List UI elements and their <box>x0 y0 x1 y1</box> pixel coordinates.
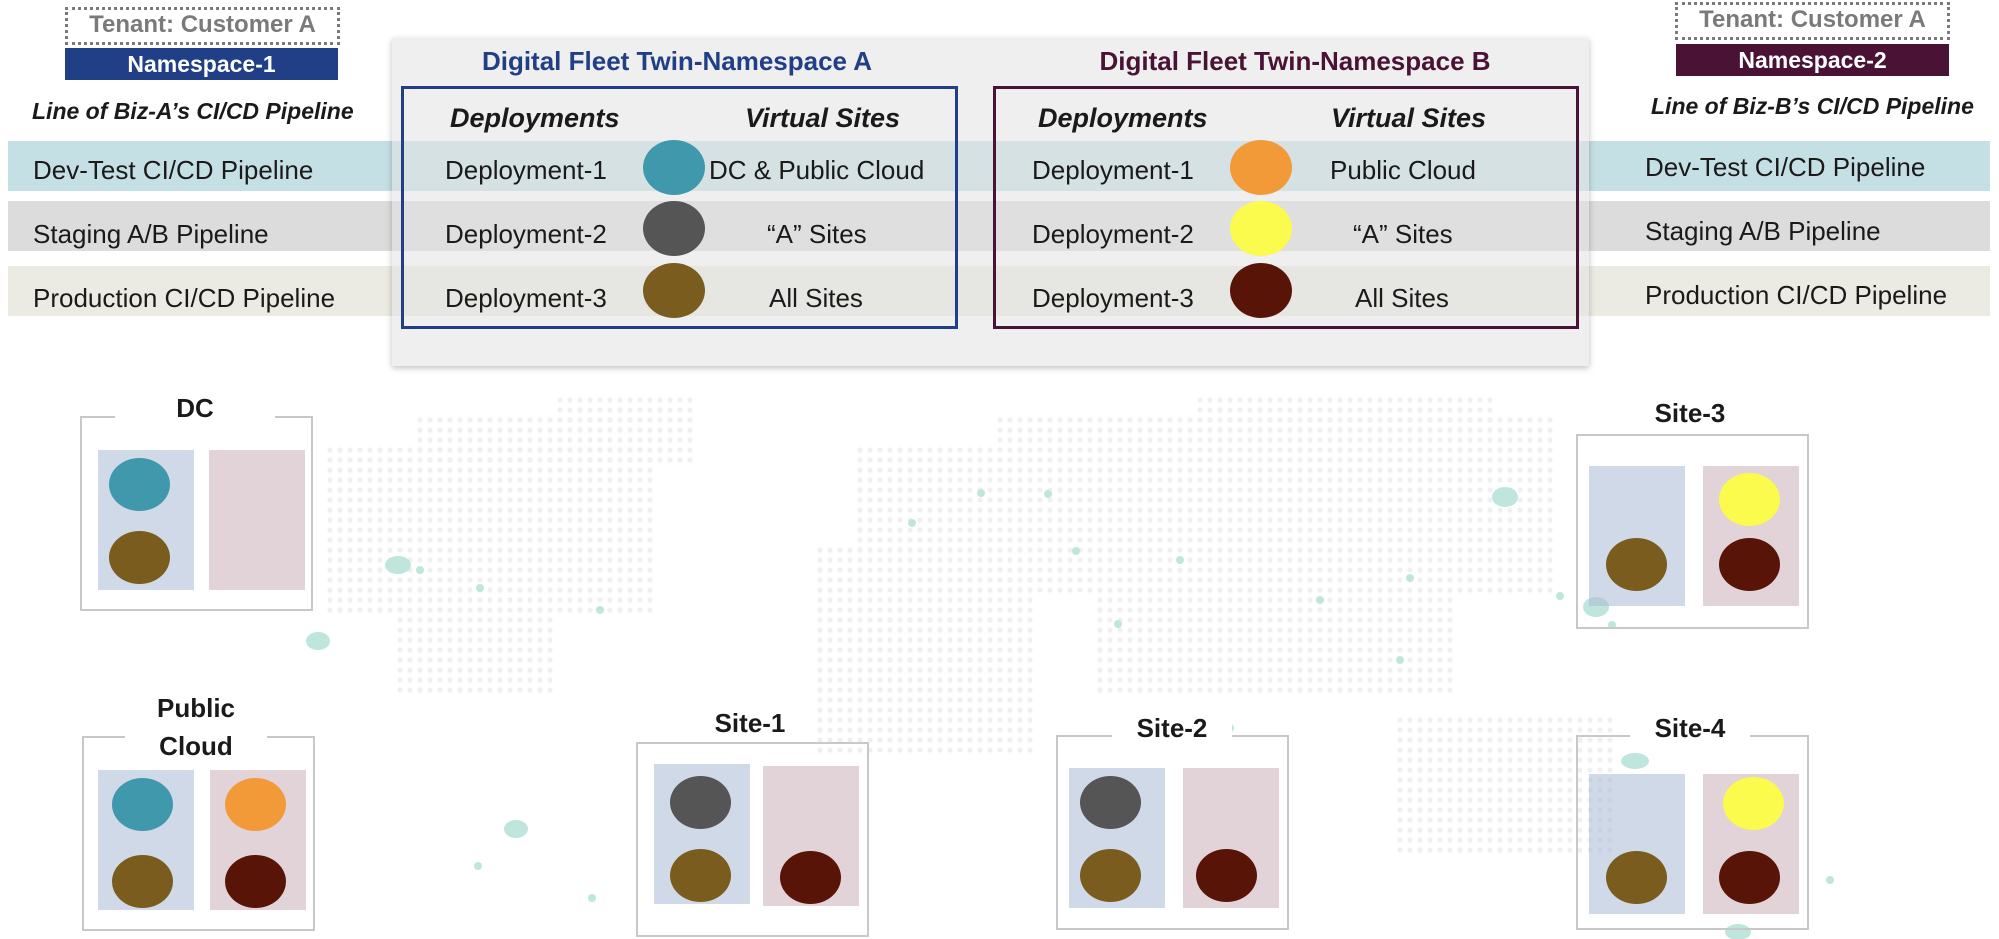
site-4-dot-maroon <box>1719 851 1780 904</box>
left-pipeline-staging: Staging A/B Pipeline <box>33 219 269 249</box>
twin-b-sites-header: Virtual Sites <box>1331 103 1487 133</box>
site-dc-dot-teal <box>109 458 170 511</box>
site-2-dot-maroon <box>1196 849 1257 902</box>
twin-b-title: Digital Fleet Twin-Namespace B <box>1099 46 1491 76</box>
twin-a-box <box>401 86 958 329</box>
right-pipeline-production: Production CI/CD Pipeline <box>1645 280 1948 310</box>
twin-a-sites-2: “A” Sites <box>767 219 867 249</box>
pipeline-title-left: Line of Biz-A’s CI/CD Pipeline <box>32 98 354 124</box>
namespace-2-badge: Namespace-2 <box>1676 44 1949 76</box>
twin-a-deployment-2-dot <box>643 201 705 256</box>
site-dc-namespace-b-panel <box>209 450 305 590</box>
twin-b-box <box>993 86 1579 329</box>
twin-a-sites-header: Virtual Sites <box>745 103 901 133</box>
twin-b-sites-1: Public Cloud <box>1330 155 1476 185</box>
site-public-cloud-title-line1: Public <box>125 690 267 726</box>
tenant-label-left: Tenant: Customer A <box>65 7 340 45</box>
site-1-dot-gray <box>670 776 731 829</box>
twin-a-deployment-3: Deployment-3 <box>445 283 607 313</box>
site-public-cloud-title-line2: Cloud <box>125 728 267 764</box>
twin-b-deployment-3: Deployment-3 <box>1032 283 1194 313</box>
twin-a-deployment-3-dot <box>643 263 705 318</box>
digital-twin-panel <box>392 38 1589 366</box>
twin-b-deployment-2: Deployment-2 <box>1032 219 1194 249</box>
twin-a-deployment-2: Deployment-2 <box>445 219 607 249</box>
right-pipeline-staging: Staging A/B Pipeline <box>1645 216 1881 246</box>
twin-a-title: Digital Fleet Twin-Namespace A <box>481 46 873 76</box>
twin-a-deployments-header: Deployments <box>450 103 620 133</box>
site-3-title: Site-3 <box>1630 395 1750 431</box>
twin-b-sites-2: “A” Sites <box>1353 219 1453 249</box>
left-pipeline-production: Production CI/CD Pipeline <box>33 283 336 313</box>
site-2-dot-olive <box>1080 849 1141 902</box>
site-dc-dot-olive <box>109 531 170 584</box>
twin-b-deployments-header: Deployments <box>1038 103 1208 133</box>
site-1-title: Site-1 <box>690 705 810 741</box>
tenant-label-right: Tenant: Customer A <box>1675 2 1950 40</box>
site-4-dot-yellow <box>1723 777 1784 830</box>
site-1-dot-olive <box>670 849 731 902</box>
site-1-dot-maroon <box>780 851 841 904</box>
twin-a-sites-3: All Sites <box>769 283 863 313</box>
site-public-cloud-dot-orange <box>225 778 286 831</box>
site-1-box <box>636 742 869 937</box>
site-3-box <box>1576 434 1809 629</box>
twin-a-deployment-1: Deployment-1 <box>445 155 607 185</box>
site-3-dot-olive <box>1606 538 1667 591</box>
site-4-dot-olive <box>1606 851 1667 904</box>
right-pipeline-dev-test: Dev-Test CI/CD Pipeline <box>1645 152 1926 182</box>
site-3-dot-yellow <box>1719 473 1780 526</box>
left-pipeline-dev-test: Dev-Test CI/CD Pipeline <box>33 155 314 185</box>
twin-b-deployment-1: Deployment-1 <box>1032 155 1194 185</box>
twin-b-deployment-3-dot <box>1230 263 1292 318</box>
twin-b-sites-3: All Sites <box>1355 283 1449 313</box>
site-4-title: Site-4 <box>1630 710 1750 746</box>
site-3-dot-maroon <box>1719 538 1780 591</box>
twin-b-deployment-1-dot <box>1230 140 1292 195</box>
site-2-dot-gray <box>1080 776 1141 829</box>
namespace-1-badge: Namespace-1 <box>65 48 338 80</box>
site-public-cloud-dot-maroon <box>225 855 286 908</box>
site-public-cloud-dot-olive <box>112 855 173 908</box>
site-dc-title: DC <box>115 390 275 426</box>
twin-a-deployment-1-dot <box>643 140 705 195</box>
twin-b-deployment-2-dot <box>1230 201 1292 256</box>
site-public-cloud-dot-teal <box>112 778 173 831</box>
pipeline-title-right: Line of Biz-B’s CI/CD Pipeline <box>1651 93 1974 119</box>
site-2-title: Site-2 <box>1112 710 1232 746</box>
twin-a-sites-1: DC & Public Cloud <box>709 155 925 185</box>
